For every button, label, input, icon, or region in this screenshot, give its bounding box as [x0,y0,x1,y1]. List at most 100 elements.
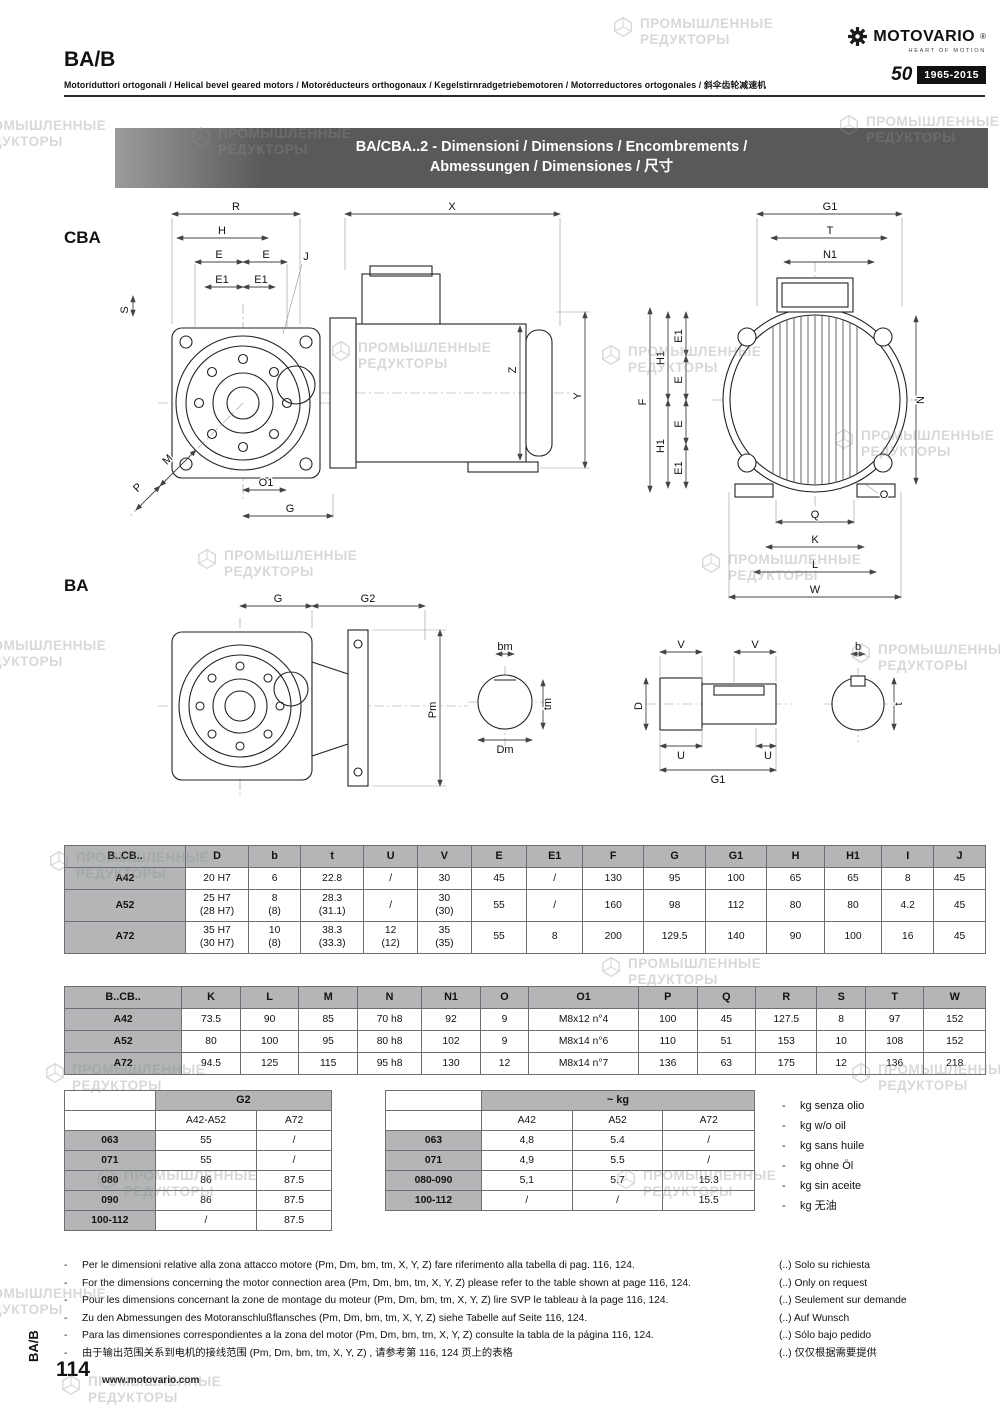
column-header: E [470,845,528,868]
data-cell: 15.3 [662,1170,755,1191]
footnote-line-text: Pour les dimensions concernant la zone d… [82,1295,669,1307]
hexagon-logo-icon [614,16,632,38]
data-cell: 85 [298,1008,358,1031]
data-cell: 175 [755,1052,818,1075]
data-cell: 12 [816,1052,866,1075]
data-cell: 136 [864,1052,925,1075]
row-label: A52 [63,1030,183,1053]
table-row: 100-112/87.5 [64,1210,332,1231]
dim-label-E1: E1 [215,274,228,286]
table-title: G2 [154,1090,333,1111]
data-cell: 80 [181,1030,241,1053]
list-bullet: - [64,1330,68,1342]
brand-logo: MOTOVARIO® HEART OF MOTION 50 1965-2015 [841,24,986,88]
dim-label-O1: O1 [259,477,274,489]
list-bullet: - [782,1180,786,1192]
data-cell: / [571,1190,664,1211]
watermark-line2: РЕДУКТОРЫ [878,1077,968,1093]
section-title-banner: BA/CBA..2 - Dimensioni / Dimensions / En… [115,128,988,188]
data-cell: 45 [470,867,528,890]
dim-label-t: t [893,702,905,705]
column-header: K [181,986,241,1009]
data-cell: 55 [154,1150,258,1171]
data-cell: 92 [421,1008,481,1031]
data-cell: 70 h8 [356,1008,423,1031]
data-cell: 8 [881,867,935,890]
data-cell: M8x14 n°6 [528,1030,639,1053]
corner-cell [64,1110,156,1131]
data-cell: 152 [923,1008,986,1031]
data-cell: 12 [479,1052,530,1075]
motovario-gear-icon [848,27,868,46]
hexagon-logo-icon [46,1062,64,1084]
dim-label-R: R [232,201,240,213]
column-header: I [881,845,935,868]
list-bullet: - [64,1260,68,1271]
data-cell: 25 H7 (28 H7) [184,889,250,922]
column-header: t [299,845,365,868]
dim-label-tm: tm [542,698,554,710]
footnote-line: -由于输出范围关系到电机的接线范围 (Pm, Dm, bm, tm, X, Y,… [64,1345,732,1363]
corner-cell [64,1090,156,1111]
data-cell: 8 (8) [248,889,301,922]
column-header: R [755,986,818,1009]
website-link[interactable]: www.motovario.com [102,1375,200,1386]
column-header: E1 [526,845,584,868]
data-cell: 140 [704,920,768,954]
data-cell: 9 [479,1030,530,1053]
row-label: 071 [385,1150,482,1171]
data-cell: 10 [816,1030,866,1053]
data-cell: 100 [239,1030,300,1053]
data-cell: 90 [766,920,825,954]
data-cell: / [526,889,584,922]
column-subheader: A72 [662,1110,755,1131]
data-cell: 130 [582,867,645,890]
data-cell: / [480,1190,573,1211]
ba-view-label: BA [64,576,89,595]
dim-label-V: V [751,639,759,651]
column-header: P [637,986,698,1009]
banner-line2: Abmessungen / Dimensiones / 尺寸 [429,159,674,176]
data-cell: 73.5 [181,1008,241,1031]
registered-mark: ® [980,32,986,41]
page-number: 114 [56,1358,90,1381]
data-cell: 80 h8 [356,1030,423,1053]
footnote-line-text: For the dimensions concerning the motor … [82,1277,691,1289]
dim-label-E1: E1 [673,461,685,474]
list-bullet: - [64,1277,68,1289]
column-header: O1 [528,986,639,1009]
data-cell: / [154,1210,258,1231]
weight-legend-line-text: kg sin aceite [800,1180,862,1192]
row-label: 100-112 [385,1190,482,1211]
dim-label-G1: G1 [823,201,838,213]
weight-legend-line-text: kg senza olio [800,1100,865,1112]
weight-legend-line: -kg senza olio [782,1096,988,1116]
row-label: 071 [64,1150,156,1171]
column-header: b [248,845,301,868]
data-cell: 10 (8) [248,920,301,954]
data-cell: 55 [470,889,528,922]
column-subheader: A42-A52 [154,1110,258,1131]
ba-motor-shaft-section: bm tm Dm [468,640,555,757]
data-cell: 5.4 [571,1130,664,1151]
request-note-line: (..) Sólo bajo pedido [779,1330,872,1342]
data-cell: / [363,867,419,890]
column-header: L [239,986,300,1009]
list-bullet: - [64,1312,68,1324]
data-cell: 108 [864,1030,925,1053]
data-cell: 100 [823,920,883,954]
data-cell: 95 [643,867,706,890]
data-cell: 4,9 [480,1150,573,1171]
data-cell: 136 [637,1052,698,1075]
